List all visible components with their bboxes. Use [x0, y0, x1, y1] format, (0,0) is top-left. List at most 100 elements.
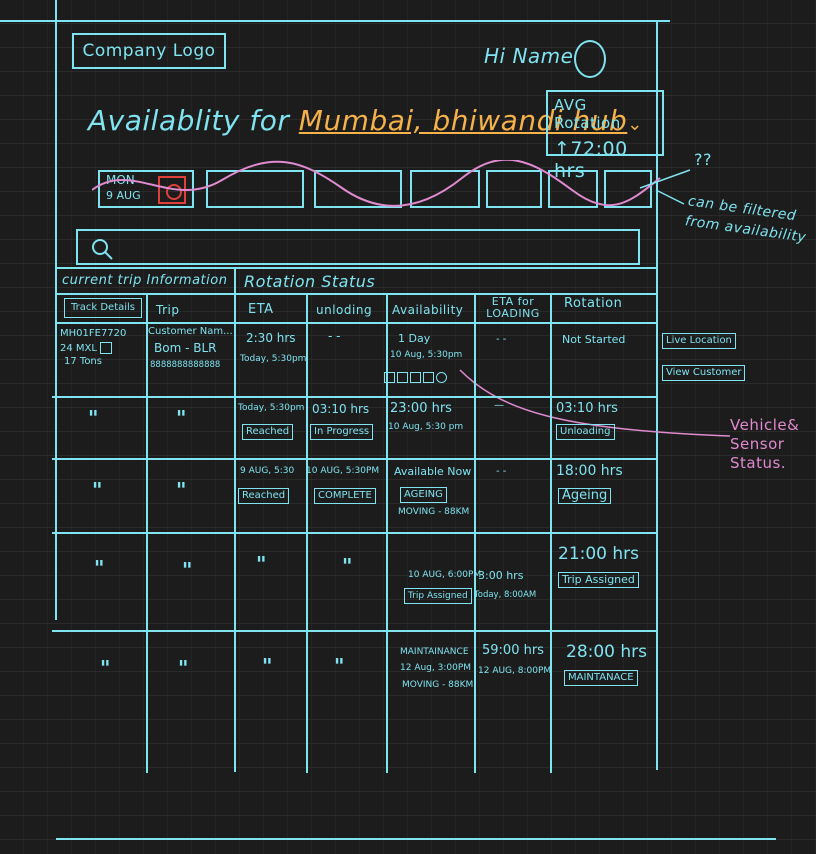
row3-eta-status: Reached — [238, 488, 290, 504]
row2-rotation-status: Unloading — [556, 424, 615, 440]
row5-rotation-status: MAINTANACE — [564, 670, 638, 686]
availability-wave — [92, 160, 661, 207]
frame-top-line — [0, 20, 670, 22]
row4-avail-status: Trip Assigned — [404, 588, 472, 604]
live-location-button[interactable]: Live Location — [662, 333, 736, 349]
company-logo: Company Logo — [72, 33, 226, 69]
row5-trip: " — [178, 656, 189, 680]
annotation-arrows — [459, 169, 731, 437]
date-filter-day-5[interactable] — [486, 170, 542, 208]
row5-avail-note: MOVING - 88KM — [402, 680, 474, 690]
row2-eta-status: Reached — [242, 424, 294, 440]
row1-customer: Customer Nam... — [148, 326, 233, 337]
view-customer-button[interactable]: View Customer — [662, 365, 746, 381]
row1-truck-type: 24 MXL — [60, 342, 113, 355]
row1-eta-loading: - - — [496, 334, 507, 345]
column-rotation: Rotation — [564, 296, 623, 311]
row-line-4 — [52, 630, 658, 632]
row4-rotation: 21:00 hrs — [558, 544, 640, 564]
col-line-2 — [234, 267, 236, 772]
row4-eta-loading-time: Today, 8:00AM — [474, 590, 537, 600]
row2-eta-loading: — — [494, 400, 504, 411]
row1-avail: 1 Day — [398, 332, 431, 345]
row3-rotation: 18:00 hrs — [556, 463, 623, 479]
row-line-2 — [52, 458, 658, 460]
row3-truck: " — [92, 478, 103, 502]
column-availability: Availability — [392, 303, 464, 317]
row5-eta: " — [262, 654, 273, 678]
sensor-status-icons — [384, 368, 447, 387]
row3-avail: Available Now — [394, 465, 472, 478]
row5-unloading: " — [334, 654, 345, 678]
column-trip: Trip — [156, 303, 180, 317]
column-track-details[interactable]: Track Details — [64, 298, 143, 318]
row4-eta-loading: 3:00 hrs — [478, 569, 524, 582]
col-line-4 — [386, 293, 388, 773]
row1-avail-time: 10 Aug, 5:30pm — [390, 350, 463, 360]
row1-route: Bom - BLR — [154, 341, 217, 355]
avatar[interactable] — [574, 40, 606, 78]
greeting: Hi Name — [484, 44, 574, 68]
date-filter-date: 9 AUG — [106, 189, 141, 202]
row3-unloading: 10 AUG, 5:30PM — [306, 466, 380, 476]
chevron-down-icon[interactable]: ⌄ — [627, 114, 643, 135]
column-eta-loading: ETA for LOADING — [486, 295, 540, 320]
row2-unloading-status: In Progress — [310, 424, 374, 440]
group-header-trip: current trip Information — [62, 273, 228, 288]
row2-eta-time: Today, 5:30pm — [238, 403, 305, 413]
row2-avail: 23:00 hrs — [390, 401, 452, 416]
row2-rotation: 03:10 hrs — [556, 401, 618, 416]
row4-avail-time: 10 AUG, 6:00PM — [408, 570, 482, 580]
row2-truck: " — [88, 406, 99, 430]
row3-avail-note: MOVING - 88KM — [398, 507, 470, 517]
row1-rotation: Not Started — [562, 333, 626, 346]
page-title: Availablity for Mumbai, bhiwandi hub⌄ — [88, 104, 643, 137]
row3-trip: " — [176, 478, 187, 502]
title-prefix: Availablity for — [88, 104, 299, 137]
search-input[interactable] — [76, 229, 640, 265]
row5-truck: " — [100, 656, 111, 680]
date-filter-day-7[interactable] — [604, 170, 652, 208]
date-filter-day-2[interactable] — [206, 170, 304, 208]
row2-unloading: 03:10 hrs — [312, 402, 370, 416]
hub-selector[interactable]: Mumbai, bhiwandi hub — [298, 104, 628, 137]
row-line-3 — [52, 532, 658, 534]
avg-rotation-label: AVG Rotation — [554, 96, 621, 132]
row3-eta-time: 9 AUG, 5:30 — [240, 466, 295, 476]
row4-rotation-status: Trip Assigned — [558, 572, 639, 588]
col-line-5 — [474, 293, 476, 773]
row1-unloading: - - — [328, 329, 341, 343]
row4-truck: " — [94, 556, 105, 580]
date-filter-day-4[interactable] — [410, 170, 480, 208]
date-filter-day-6[interactable] — [548, 170, 598, 208]
col-line-6 — [550, 293, 552, 773]
row1-eta: 2:30 hrs — [246, 331, 296, 345]
row3-unloading-status: COMPLETE — [314, 488, 376, 504]
row5-eta-loading: 59:00 hrs — [482, 643, 544, 658]
col-line-1 — [146, 293, 148, 773]
table-top-line — [56, 267, 656, 269]
column-eta: ETA — [248, 302, 274, 317]
calendar-icon — [100, 342, 113, 354]
row5-eta-loading-time: 12 AUG, 8:00PM — [478, 666, 552, 676]
row2-trip: " — [176, 406, 187, 430]
date-filter-day-3[interactable] — [314, 170, 402, 208]
table-header-line — [56, 322, 656, 324]
row1-truck: MH01FE7720 — [60, 328, 127, 339]
sensor-note: Vehicle& Sensor Status. — [730, 416, 800, 472]
row3-eta-loading: - - — [496, 466, 507, 477]
row3-rotation-status: Ageing — [558, 488, 612, 504]
col-line-3 — [306, 293, 308, 773]
row5-rotation: 28:00 hrs — [566, 642, 648, 662]
row1-truck-weight: 17 Tons — [64, 356, 102, 367]
row4-trip: " — [182, 558, 193, 582]
row1-phone: 8888888888888 — [150, 360, 221, 370]
row5-avail: MAINTAINANCE — [400, 647, 469, 657]
row1-eta-time: Today, 5:30pm — [240, 354, 307, 364]
row-line-1 — [52, 396, 658, 398]
frame-left-line — [55, 0, 57, 620]
avg-rotation-card: AVG Rotation ↑72:00 hrs — [546, 90, 664, 182]
frame-bottom-line — [56, 838, 776, 840]
group-header-rotation: Rotation Status — [244, 272, 376, 291]
table-group-line — [56, 293, 656, 295]
